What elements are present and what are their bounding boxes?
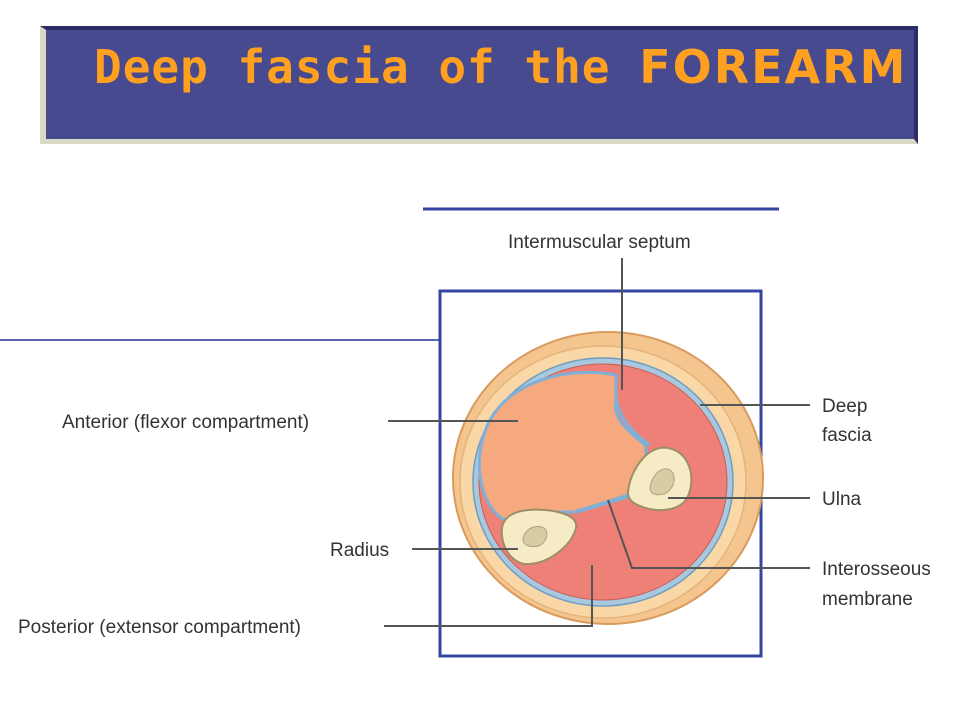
title-emphasis: FOREARM [639,40,908,94]
label-interosseous-line2: membrane [822,589,913,610]
label-intermuscular-septum: Intermuscular septum [508,232,691,253]
label-deep-fascia-line1: Deep [822,396,867,417]
anterior-compartment [477,370,648,522]
leader-interosseous [607,499,810,569]
label-ulna: Ulna [822,489,862,510]
slide-title: Deep fascia of the FOREARM [94,40,907,94]
radius-marrow [522,525,548,548]
label-radius: Radius [330,540,389,561]
label-anterior-compartment: Anterior (flexor compartment) [62,412,309,433]
label-interosseous-line1: Interosseous [822,559,931,580]
leader-posterior [384,565,593,627]
label-posterior-compartment: Posterior (extensor compartment) [18,617,301,638]
label-deep-fascia-line2: fascia [822,425,872,446]
ulna-marrow [649,468,675,496]
interosseous-membrane [574,493,634,514]
title-banner [40,26,918,144]
intermuscular-septum [614,377,651,447]
title-lead: Deep fascia of the [94,40,640,94]
